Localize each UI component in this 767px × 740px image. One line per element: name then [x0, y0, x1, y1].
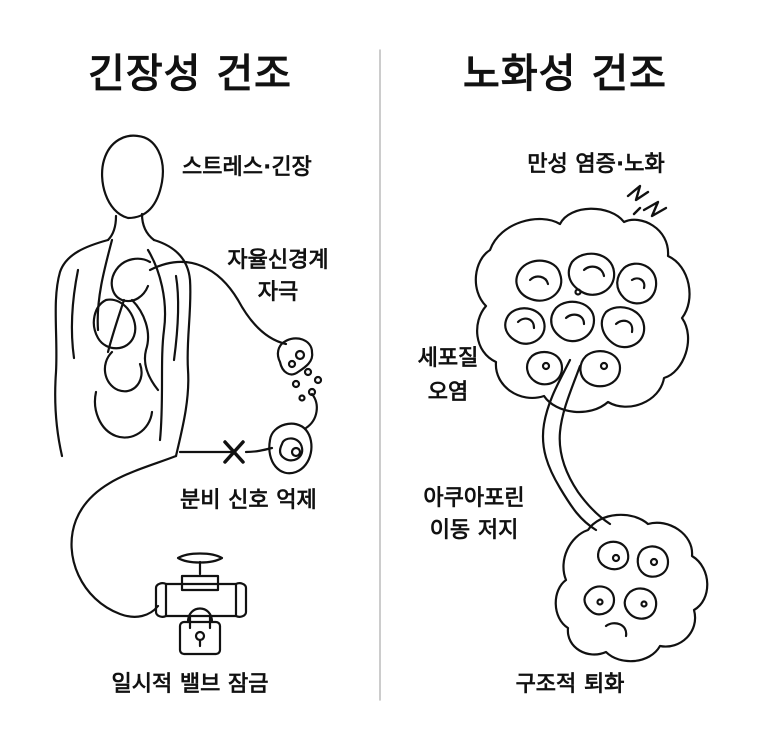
faucet-valve-icon — [156, 554, 246, 629]
human-body-icon — [55, 136, 190, 456]
label-aquaporin-line1: 아쿠아포린 — [423, 486, 525, 511]
degenerated-cluster-icon — [556, 515, 708, 661]
label-contamination-line1: 세포질 — [417, 346, 479, 371]
right-title: 노화성 건조 — [463, 51, 667, 97]
label-autonomic-line1: 자율신경계 — [227, 248, 329, 273]
nerve-path — [150, 262, 286, 344]
label-secretion: 분비 신호 억제 — [180, 488, 317, 513]
label-autonomic-line2: 자극 — [257, 280, 299, 305]
round-gland-icon — [269, 424, 311, 474]
gland-icon — [278, 338, 321, 400]
gland-cluster-icon — [476, 209, 690, 412]
aquaporin-duct — [543, 360, 596, 530]
duct-path — [306, 394, 317, 428]
label-valve: 일시적 밸브 잠금 — [111, 672, 269, 697]
label-contamination-line2: 오염 — [427, 380, 469, 405]
label-aquaporin-line2: 이동 저지 — [429, 518, 519, 543]
label-inflammation: 만성 염증·노화 — [527, 152, 665, 177]
signal-line — [180, 448, 272, 452]
label-stress: 스트레스·긴장 — [182, 155, 312, 180]
lightning-icon — [628, 186, 666, 216]
left-title: 긴장성 건조 — [88, 51, 292, 97]
loop-line — [72, 456, 176, 617]
padlock-icon — [180, 609, 220, 655]
label-degeneration: 구조적 퇴화 — [515, 672, 625, 697]
x-mark-icon — [225, 442, 243, 462]
